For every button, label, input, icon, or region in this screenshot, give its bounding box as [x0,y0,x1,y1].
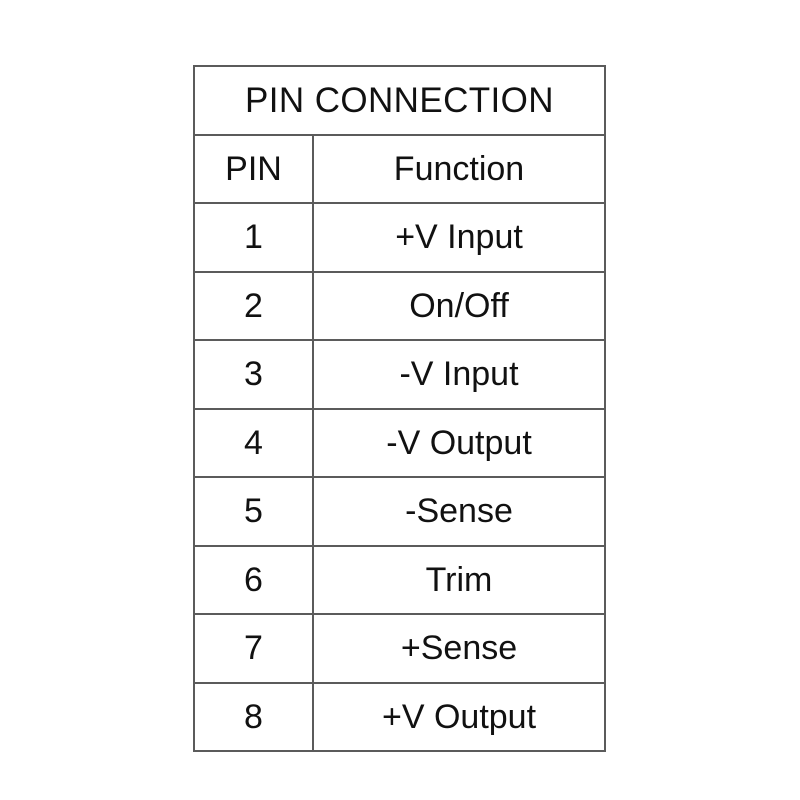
pin-function-cell: Trim [311,544,607,615]
pin-number-cell: 1 [193,202,314,273]
table-row: 3 -V Input [193,339,607,410]
table-row: 2 On/Off [193,270,607,341]
pin-function-cell: -V Input [311,339,607,410]
pin-function-cell: -Sense [311,476,607,547]
pin-connection-table: PIN CONNECTION PIN Function 1 +V Input 2… [192,65,607,752]
pin-number-cell: 6 [193,544,314,615]
column-header-function: Function [311,133,607,204]
pin-function-cell: +V Output [311,681,607,752]
table-row: 6 Trim [193,544,607,615]
pin-number-cell: 5 [193,476,314,547]
pin-function-cell: +Sense [311,613,607,684]
pin-function-cell: On/Off [311,270,607,341]
table-row: 8 +V Output [193,681,607,752]
pin-number-cell: 3 [193,339,314,410]
table-row: 4 -V Output [193,407,607,478]
table-title: PIN CONNECTION [192,65,607,136]
table-title-row: PIN CONNECTION [192,65,607,136]
pin-function-cell: +V Input [311,202,607,273]
table-row: 5 -Sense [193,476,607,547]
pin-number-cell: 7 [193,613,314,684]
column-header-pin: PIN [193,133,314,204]
table-row: 1 +V Input [193,202,607,273]
pin-number-cell: 4 [193,407,314,478]
pin-function-cell: -V Output [311,407,607,478]
pin-number-cell: 2 [193,270,314,341]
pin-connection-table-body: PIN CONNECTION PIN Function 1 +V Input 2… [192,65,607,752]
table-header-row: PIN Function [193,133,607,204]
table-row: 7 +Sense [193,613,607,684]
pin-number-cell: 8 [193,681,314,752]
